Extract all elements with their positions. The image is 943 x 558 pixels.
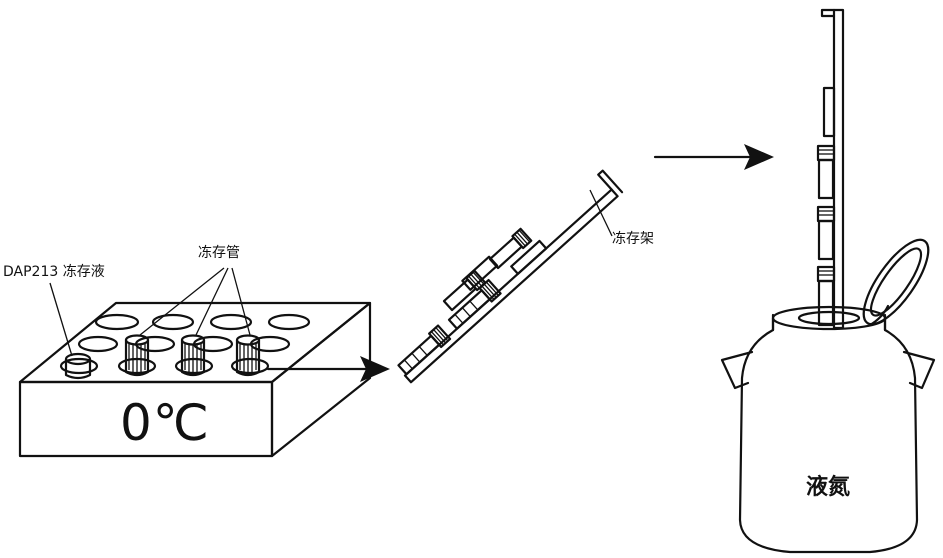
cryo-tube-label: 冻存管: [198, 245, 240, 261]
liquid-nitrogen-label: 液氮: [806, 475, 851, 500]
tube-in-block-2: [180, 334, 206, 377]
solution-leader-line: [49, 282, 73, 357]
rack-leader-line: [589, 189, 613, 237]
tilted-rack: [397, 169, 624, 384]
rack-tube-top: [488, 227, 533, 270]
arrow-to-dewar: [653, 144, 774, 170]
vertical-rack: [816, 8, 845, 330]
tube-leader-line-3: [231, 267, 251, 336]
arrow-to-rack: [266, 356, 390, 382]
temperature-label: 0℃: [120, 394, 210, 452]
tube-leader-line-1: [139, 267, 225, 336]
tube-leader-line-2: [195, 267, 229, 336]
solution-vial: [64, 352, 92, 380]
solution-label: DAP213 冻存液: [3, 264, 105, 280]
rack-label: 冻存架: [612, 231, 654, 247]
rack-tube-middle: [442, 269, 487, 312]
tube-in-block-3: [235, 334, 261, 377]
tube-in-block-1: [124, 334, 150, 377]
dewar: [720, 238, 936, 554]
